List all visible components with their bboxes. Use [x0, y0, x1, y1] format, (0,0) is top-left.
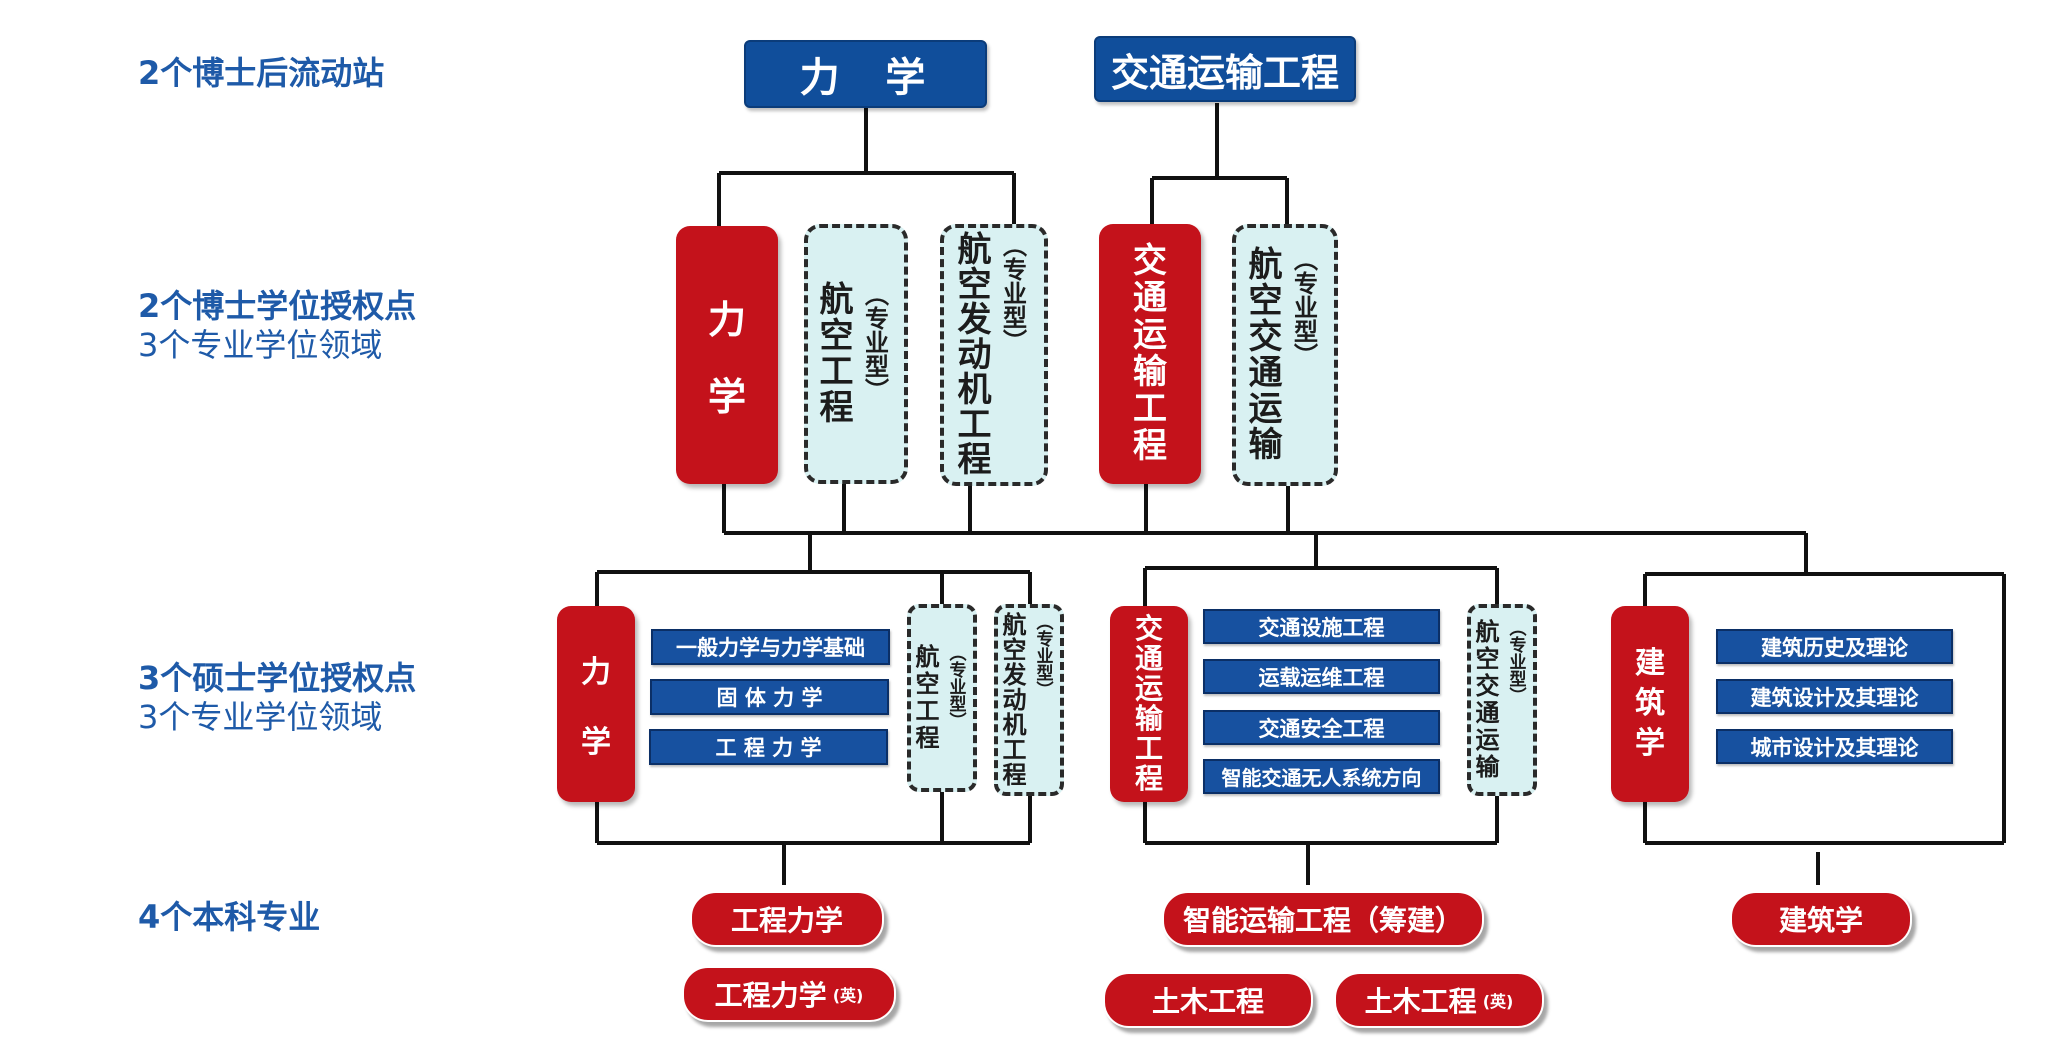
- level-label-postdoc: 2个博士后流动站: [138, 54, 385, 92]
- undergrad-civil-engineering: 土木工程: [1103, 972, 1313, 1028]
- master-transport-sub-3: 交通安全工程: [1203, 710, 1440, 745]
- vertical-label: 航空交通运输: [1248, 245, 1283, 465]
- vertical-label: 交通运输工程: [1134, 612, 1163, 795]
- doctoral-air-transport: 航空交通运输 （专业型）: [1232, 224, 1338, 486]
- doctoral-transport: 交通运输工程: [1099, 224, 1201, 484]
- vertical-label: 建筑学: [1635, 646, 1665, 761]
- master-transport: 交通运输工程: [1110, 606, 1188, 802]
- doctoral-mechanics: 力学: [676, 226, 778, 484]
- level-label-undergrad: 4个本科专业: [138, 898, 321, 936]
- level-label-doctoral: 2个博士学位授权点 3个专业学位领域: [138, 287, 417, 364]
- undergrad-smart-transport-engineering: 智能运输工程（筹建）: [1162, 891, 1484, 947]
- vertical-label: 航空工程: [819, 280, 854, 428]
- master-aero-engine-engineering: 航空发动机工程 （专业型）: [994, 604, 1064, 796]
- master-architecture-sub-2: 建筑设计及其理论: [1716, 679, 1953, 714]
- master-mechanics-sub-1: 一般力学与力学基础: [651, 629, 890, 665]
- doctoral-aero-engine-engineering: 航空发动机工程 （专业型）: [940, 224, 1048, 486]
- master-architecture: 建筑学: [1611, 606, 1689, 802]
- vertical-label: 交通运输工程: [1133, 241, 1167, 466]
- master-aero-engineering: 航空工程 （专业型）: [907, 604, 977, 792]
- master-transport-sub-4: 智能交通无人系统方向: [1203, 759, 1440, 794]
- vertical-label: 力学: [707, 298, 746, 419]
- master-mechanics: 力学: [557, 606, 635, 802]
- postdoc-mechanics: 力 学: [744, 40, 987, 108]
- master-architecture-sub-1: 建筑历史及理论: [1716, 629, 1953, 664]
- undergrad-engineering-mechanics: 工程力学: [690, 891, 884, 947]
- undergrad-architecture: 建筑学: [1730, 891, 1912, 947]
- level-label-master: 3个硕士学位授权点 3个专业学位领域: [138, 659, 417, 736]
- vertical-label: 力学: [581, 655, 611, 760]
- doctoral-aero-engineering: 航空工程 （专业型）: [804, 224, 908, 484]
- master-mechanics-sub-2: 固 体 力 学: [650, 679, 889, 715]
- master-air-transport: 航空交通运输 （专业型）: [1467, 604, 1537, 796]
- undergrad-civil-engineering-english: 土木工程(英): [1334, 972, 1544, 1028]
- vertical-label: 航空交通运输: [1475, 618, 1500, 781]
- vertical-label: 航空工程: [915, 643, 940, 752]
- master-mechanics-sub-3: 工 程 力 学: [649, 729, 888, 765]
- master-architecture-sub-3: 城市设计及其理论: [1716, 729, 1953, 764]
- postdoc-transport: 交通运输工程: [1094, 36, 1356, 102]
- undergrad-engineering-mechanics-english: 工程力学(英): [682, 966, 896, 1022]
- vertical-label: 航空发动机工程: [957, 229, 992, 480]
- vertical-label: 航空发动机工程: [1002, 610, 1027, 789]
- master-transport-sub-2: 运载运维工程: [1203, 659, 1440, 694]
- master-transport-sub-1: 交通设施工程: [1203, 609, 1440, 644]
